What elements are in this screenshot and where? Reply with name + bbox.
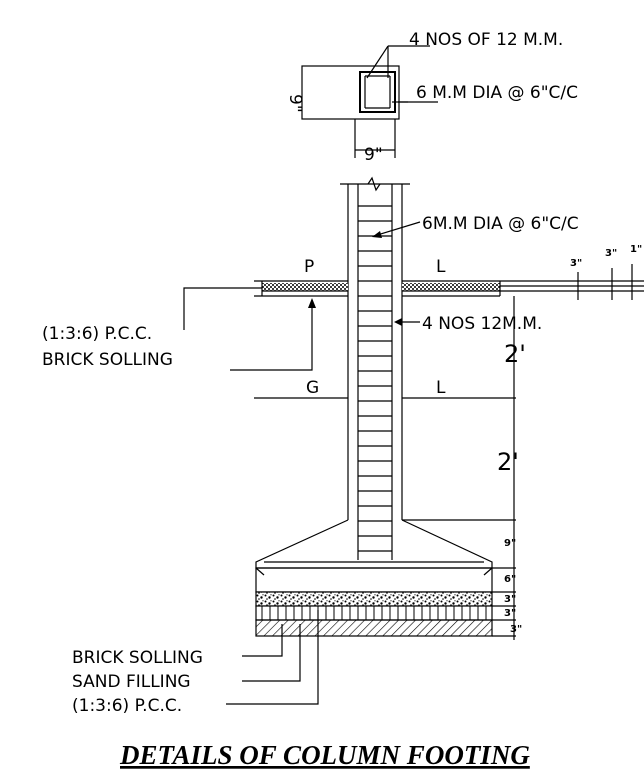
footing-pcc-label: (1:3:6) P.C.C. (72, 696, 182, 716)
dim-6in: 6" (504, 574, 516, 585)
section-width-dim: 9" (364, 145, 383, 165)
ground-level-l: L (436, 378, 446, 398)
footing-sand-label: SAND FILLING (72, 672, 191, 692)
drawing-title: DETAILS OF COLUMN FOOTING (119, 740, 530, 770)
plinth-level-l: L (436, 257, 446, 277)
dim-lower-2ft: 2' (497, 448, 519, 476)
plinth-pcc-label: (1:3:6) P.C.C. (42, 324, 152, 344)
section-ties-label: 6 M.M DIA @ 6"C/C (416, 83, 578, 103)
dim-3in-c: 3" (510, 624, 522, 635)
plinth-dim-3b: 3" (605, 248, 617, 259)
plinth-level-p: P (304, 257, 314, 277)
plinth-brick-label: BRICK SOLLING (42, 350, 173, 370)
ground-level: G L (254, 378, 516, 399)
dim-upper-2ft: 2' (504, 340, 526, 368)
pcc-layer (255, 591, 493, 607)
plinth-dim-1: 1" (630, 244, 642, 255)
footing-layer-labels: BRICK SOLLING SAND FILLING (1:3:6) P.C.C… (72, 648, 203, 716)
brick-layer (255, 619, 493, 637)
footing-base (255, 567, 493, 593)
section-top-bars-label: 4 NOS OF 12 M.M. (409, 30, 563, 50)
vertical-dimensions: 2' 2' 9" 6" 3" 3" 3" (402, 296, 526, 640)
dim-9in: 9" (504, 538, 516, 549)
sand-filling-lines (261, 606, 487, 620)
dim-3in-a: 3" (504, 594, 516, 605)
section-depth-dim: 9" (285, 94, 305, 113)
plinth-dim-3a: 3" (570, 258, 582, 269)
column-ties (358, 205, 392, 552)
plinth-level: 3" 3" 1" P L (1:3:6) P.C.C. BRICK SOLLIN… (42, 244, 644, 371)
column-labels: 6M.M DIA @ 6"C/C 4 NOS 12M.M. (372, 214, 579, 334)
column-elevation (226, 176, 493, 705)
dim-3in-b: 3" (504, 608, 516, 619)
column-section-detail: 4 NOS OF 12 M.M. 6 M.M DIA @ 6"C/C 9" 9" (285, 30, 578, 165)
footing-brick-label: BRICK SOLLING (72, 648, 203, 668)
column-tie-label: 6M.M DIA @ 6"C/C (422, 214, 579, 234)
section-outline (301, 65, 400, 120)
column-bars-label: 4 NOS 12M.M. (422, 314, 542, 334)
plinth-pcc-left (262, 283, 348, 291)
ground-level-g: G (306, 378, 319, 398)
section-core (359, 71, 396, 113)
plinth-pcc-right (402, 283, 500, 291)
